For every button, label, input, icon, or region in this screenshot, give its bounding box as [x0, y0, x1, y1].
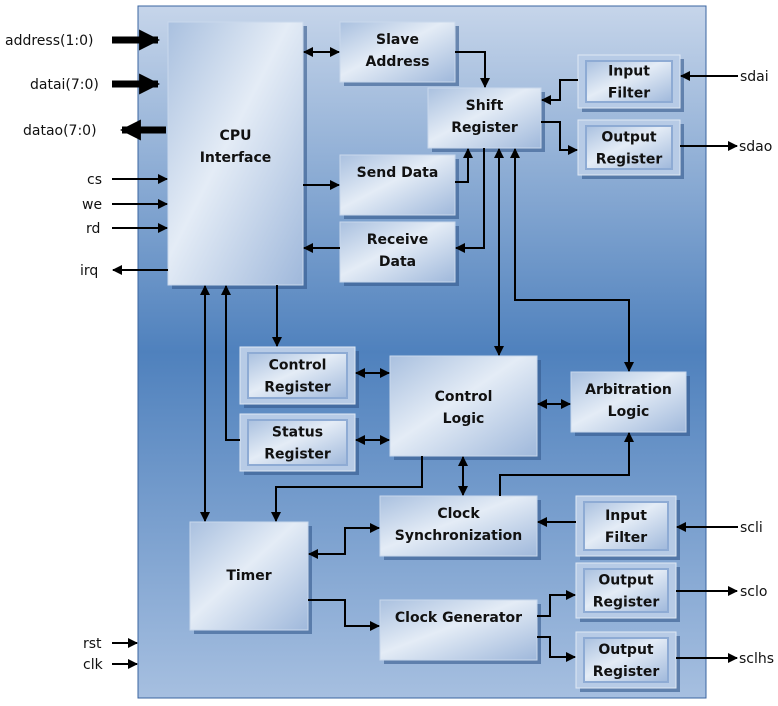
- filter-shift-link: [541, 79, 578, 105]
- clksync-arbitration-link: [499, 432, 634, 496]
- register-body: [583, 501, 669, 551]
- block-body: [389, 355, 538, 457]
- block-label: Logic: [608, 404, 650, 420]
- clkgen-sclo-link: [537, 590, 576, 617]
- signal-sclo: sclo: [740, 584, 767, 600]
- register-body: [247, 352, 348, 399]
- signal-sdao: sdao: [739, 139, 772, 155]
- block-label: CPU: [220, 128, 252, 144]
- block-body: [427, 87, 542, 149]
- block-label: Control: [435, 389, 493, 405]
- block-label: Timer: [226, 568, 271, 584]
- clksync-timer-link: [308, 523, 380, 559]
- shift-receive-link: [455, 148, 485, 253]
- slave-shift-link: [455, 51, 490, 88]
- signal-we: we: [82, 197, 102, 213]
- shift-arbitration-link: [510, 148, 634, 372]
- block-label: Interface: [200, 150, 272, 166]
- signal-rd: rd: [86, 221, 100, 237]
- signal-cs: cs: [87, 172, 102, 188]
- blocks: CPUInterfaceSlaveAddressShiftRegisterInp…: [167, 21, 690, 692]
- logic-timer-link: [271, 456, 423, 522]
- block-label: Register: [593, 595, 660, 611]
- signal-address: address(1:0): [5, 33, 93, 49]
- block-label: Data: [379, 254, 416, 270]
- block-body: [339, 154, 456, 216]
- block-cpu: CPU Interface: [167, 21, 307, 289]
- signal-rst: rst: [83, 636, 102, 652]
- block-timer: Timer: [189, 521, 312, 634]
- signal-labels: address(1:0) datai(7:0) datao(7:0) cs we…: [5, 33, 774, 673]
- block-body: [379, 599, 538, 661]
- register-body: [247, 419, 348, 466]
- block-label: Register: [264, 447, 331, 463]
- block-body: [339, 21, 456, 83]
- block-label: Receive: [367, 232, 429, 248]
- block-label: Send Data: [357, 165, 439, 181]
- block-label: Synchronization: [395, 528, 522, 544]
- block-label: Input: [605, 508, 647, 524]
- signal-datai: datai(7:0): [30, 77, 99, 93]
- signal-clk: clk: [83, 657, 104, 673]
- block-label: Input: [608, 64, 650, 80]
- register-body: [583, 568, 669, 613]
- block-label: Register: [264, 380, 331, 396]
- register-body: [583, 637, 669, 683]
- block-label: Arbitration: [585, 382, 672, 398]
- block-label: Clock Generator: [395, 610, 522, 626]
- block-label: Filter: [608, 86, 650, 102]
- block-label: Logic: [443, 411, 485, 427]
- block-body: [379, 495, 538, 557]
- signal-sdai: sdai: [740, 69, 769, 85]
- block-label: Status: [272, 425, 323, 441]
- block-body: [570, 371, 687, 433]
- block-label: Output: [598, 642, 654, 658]
- clkgen-sclhs-link: [537, 636, 576, 662]
- block-label: Register: [451, 120, 518, 136]
- signal-datao: datao(7:0): [23, 123, 97, 139]
- connections: [112, 29, 738, 669]
- block-body: [189, 521, 309, 631]
- block-label: Output: [601, 130, 657, 146]
- block-send: Send Data: [339, 154, 459, 219]
- block-body: [339, 221, 456, 283]
- signal-irq: irq: [80, 263, 98, 279]
- send-shift-link: [455, 148, 473, 183]
- statreg-cpu-link: [221, 285, 240, 441]
- block-label: Filter: [605, 530, 647, 546]
- block-clkgen: Clock Generator: [379, 599, 541, 664]
- block-label: Slave: [376, 32, 419, 48]
- signal-scli: scli: [740, 520, 763, 536]
- block-label: Control: [269, 358, 327, 374]
- block-label: Clock: [437, 506, 480, 522]
- block-label: Address: [366, 54, 430, 70]
- block-body: [167, 21, 304, 286]
- block-label: Register: [593, 664, 660, 680]
- block-label: Shift: [466, 98, 504, 114]
- timer-clkgen-link: [308, 599, 380, 631]
- block-label: Output: [598, 573, 654, 589]
- register-body: [585, 60, 673, 103]
- signal-sclhs: sclhs: [739, 651, 774, 667]
- block-label: Register: [596, 152, 663, 168]
